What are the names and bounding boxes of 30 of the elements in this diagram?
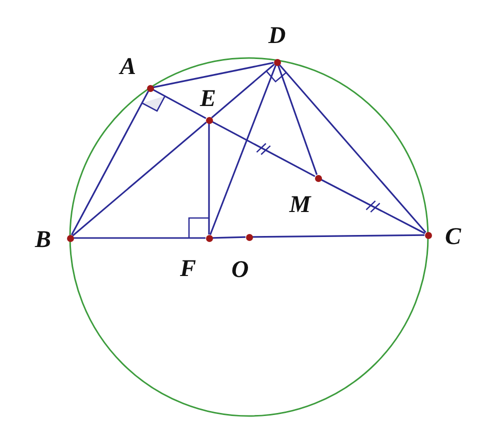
point-label: M: [289, 193, 311, 217]
point-dot: [206, 234, 212, 242]
point-dot: [314, 174, 322, 182]
line-segment: [152, 88, 206, 120]
line-segment: [211, 64, 275, 118]
point-label: A: [120, 55, 136, 79]
point-dot: [206, 116, 212, 124]
point-dot: [146, 84, 154, 92]
line-segment: [208, 124, 210, 234]
point-label: E: [200, 87, 216, 111]
point-label: F: [180, 257, 196, 281]
line-segment: [320, 178, 426, 234]
line-segment: [153, 62, 274, 88]
point-dot: [274, 58, 280, 66]
line-segment: [277, 65, 318, 175]
line-segment: [252, 234, 424, 238]
point-dot: [424, 232, 432, 238]
line-segment: [212, 236, 246, 239]
line-segment: [74, 237, 206, 239]
line-segment: [70, 90, 150, 236]
point-dot: [246, 234, 252, 240]
line-segment: [212, 120, 316, 178]
point-label: C: [445, 225, 461, 249]
point-label: D: [268, 24, 286, 48]
point-label: O: [231, 258, 249, 282]
line-segment: [210, 64, 276, 236]
line-segment: [278, 64, 426, 233]
line-segment: [72, 122, 207, 236]
point-dot: [66, 234, 74, 242]
point-label: B: [35, 228, 51, 252]
